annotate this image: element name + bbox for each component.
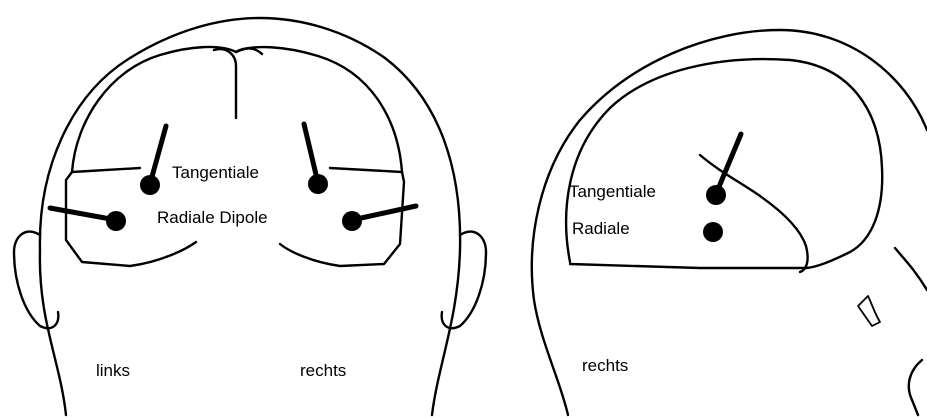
front-tangential-label: Tangentiale bbox=[172, 163, 259, 182]
side-nose bbox=[909, 360, 922, 415]
front-left-radial-dipole-stick bbox=[50, 208, 116, 220]
front-left-ear bbox=[14, 232, 58, 329]
side-eye bbox=[858, 296, 880, 326]
side-view-side-label: rechts bbox=[582, 356, 628, 375]
front-right-tangential-dipole-dot bbox=[308, 174, 328, 194]
front-left-tangential-dipole-dot bbox=[140, 175, 160, 195]
front-left-radial-dipole-dot bbox=[106, 211, 126, 231]
side-tangential-dipole-dot bbox=[706, 185, 726, 205]
side-lateral-fissure bbox=[700, 155, 808, 272]
front-radial-label: Radiale Dipole bbox=[157, 208, 268, 227]
side-tangential-dipole-stick bbox=[716, 134, 741, 194]
side-face-profile bbox=[895, 248, 927, 290]
front-right-tangential-dipole-stick bbox=[304, 124, 318, 183]
front-right-ear bbox=[442, 232, 486, 329]
front-right-radial-dipole-stick bbox=[352, 206, 416, 220]
side-radial-label: Radiale bbox=[572, 219, 630, 238]
side-radial-dipole-dot bbox=[703, 222, 723, 242]
front-midline-right bbox=[236, 48, 262, 54]
front-midline bbox=[214, 49, 236, 118]
front-left-side-label: links bbox=[96, 361, 130, 380]
front-right-radial-dipole-dot bbox=[342, 211, 362, 231]
front-lower-right-lobe bbox=[280, 172, 404, 266]
side-tangential-label: Tangentiale bbox=[569, 182, 656, 201]
front-right-side-label: rechts bbox=[300, 361, 346, 380]
side-dipoles bbox=[703, 134, 741, 242]
